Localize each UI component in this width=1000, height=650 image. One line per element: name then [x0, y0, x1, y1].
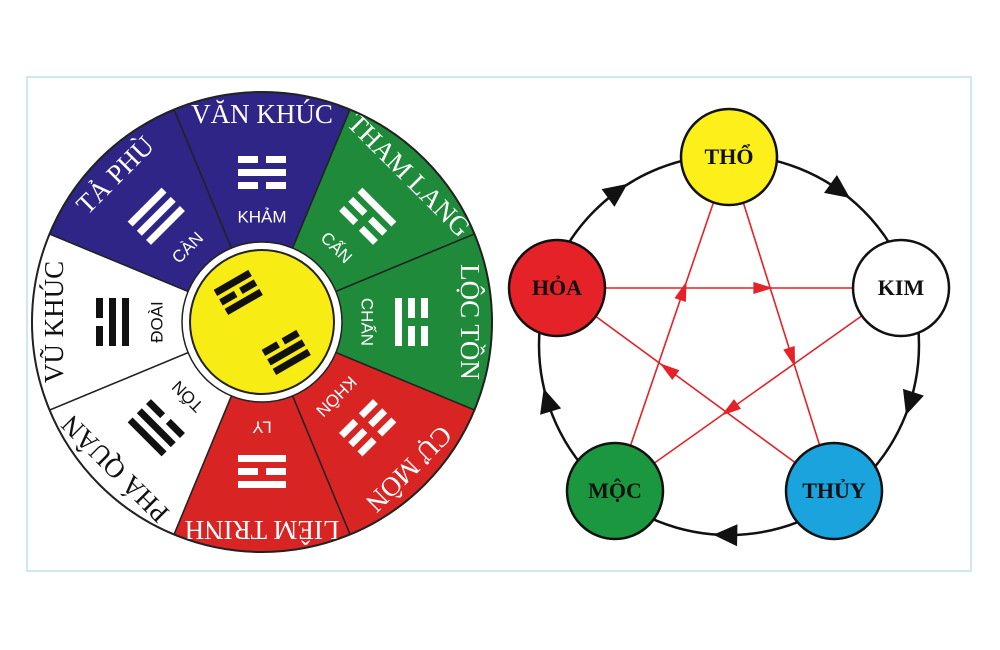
- trigram-symbol: [395, 298, 428, 346]
- element-label: MỘC: [588, 478, 642, 503]
- five-elements-cycle: THỔ KIM THỦY MỘC HỎA: [507, 107, 951, 547]
- element-node-kim: [851, 238, 951, 338]
- star-label: LỘC TỒN: [455, 264, 486, 380]
- element-label: KIM: [878, 275, 925, 300]
- cycle-arrow: [824, 175, 850, 198]
- element-node-tho: [679, 107, 779, 207]
- trigram-symbol: [238, 156, 286, 189]
- trigram-label: KHẢM: [237, 207, 286, 226]
- trigram-symbol: [339, 187, 397, 245]
- element-label: THỦY: [802, 478, 866, 503]
- element-label: THỔ: [705, 144, 754, 169]
- control-line: [728, 156, 835, 492]
- trigram-symbol: [238, 455, 286, 488]
- control-line: [556, 287, 835, 492]
- trigram-symbol: [339, 399, 397, 457]
- control-arrow: [674, 281, 687, 303]
- star-label: VŨ KHÚC: [39, 261, 69, 383]
- center-disk: [189, 249, 335, 395]
- star-label: VĂN KHÚC: [191, 99, 333, 129]
- element-node-thuy: [784, 441, 884, 541]
- trigram-label: LY: [252, 418, 272, 437]
- control-line: [614, 287, 902, 492]
- trigram-symbol: [127, 399, 185, 457]
- star-label: LIÊM TRINH: [185, 515, 340, 545]
- center-trigram-symbol: [213, 269, 263, 315]
- trigram-symbol: [96, 298, 129, 346]
- trigram-label: ĐOÀI: [147, 301, 166, 343]
- wheel-outline: [31, 91, 493, 553]
- control-arrow: [783, 346, 795, 367]
- cycle-arrow: [540, 388, 562, 415]
- control-arrow: [721, 399, 742, 416]
- control-arrow: [753, 282, 774, 294]
- center-trigram-symbol: [261, 329, 311, 375]
- cycle-arrow: [713, 524, 738, 547]
- control-line: [614, 156, 730, 492]
- trigram-label: CHẤN: [358, 298, 377, 346]
- element-label: HỎA: [532, 275, 582, 300]
- trigram-symbol: [127, 187, 185, 245]
- control-arrow: [659, 363, 680, 380]
- cycle-arrow: [902, 388, 924, 416]
- element-node-hoa: [507, 238, 607, 338]
- element-node-moc: [565, 441, 665, 541]
- cycle-arrow: [601, 183, 628, 207]
